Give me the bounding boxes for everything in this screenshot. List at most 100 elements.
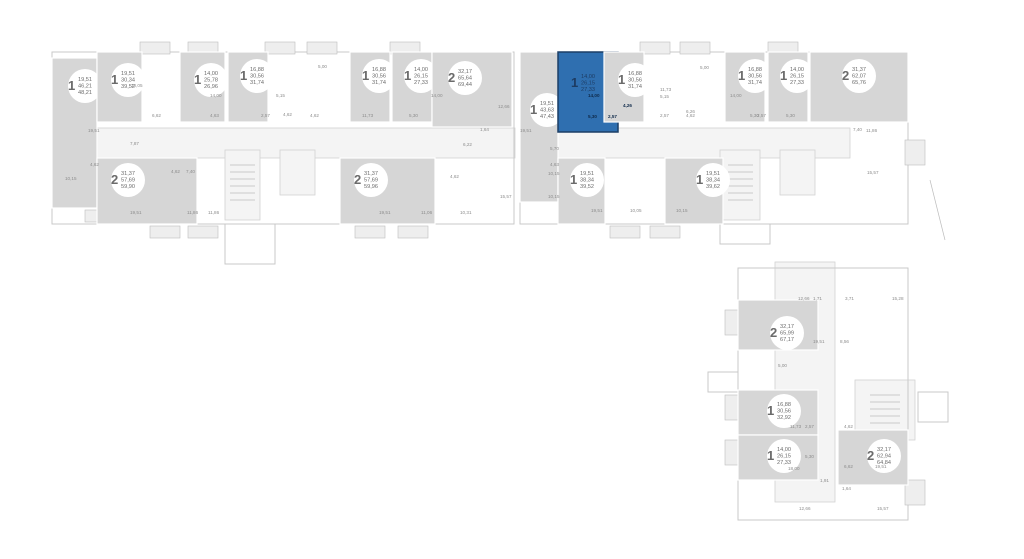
apartment-area-2: 26,15 (581, 81, 595, 87)
apartment-area-1: 19,51 (706, 171, 720, 177)
apartment-badge (696, 163, 730, 197)
apartment-area-3: 31,74 (250, 80, 264, 86)
apartment-room-count: 2 (770, 325, 777, 340)
room-area-label: 14,00 (210, 93, 222, 98)
apartment-room-count: 1 (530, 102, 537, 117)
apartment-badge (362, 59, 396, 93)
apartment-area-3: 27,33 (581, 87, 595, 93)
apartment-shape[interactable] (339, 157, 436, 225)
room-area-label: 8,56 (840, 339, 849, 344)
apartment-area-1: 16,88 (372, 67, 386, 73)
apartment-badge (780, 59, 814, 93)
apartment-area-3: 39,52 (121, 84, 135, 90)
apartment-area-3: 26,96 (204, 84, 218, 90)
room-area-label: 19,51 (813, 339, 825, 344)
apartment-room-count: 1 (240, 68, 247, 83)
apartment-badge (618, 63, 652, 97)
room-area-label: 4,62 (450, 174, 459, 179)
room-area-label: 15,57 (500, 194, 512, 199)
room-area-label: 1,91 (820, 478, 829, 483)
apartment-badge (738, 59, 772, 93)
apartment-area-2: 43,63 (540, 108, 554, 114)
room-area-label: 15,57 (877, 506, 889, 511)
apartment-badge (767, 439, 801, 473)
apartment-area-1: 31,37 (121, 171, 135, 177)
room-area-label: 19,51 (520, 128, 532, 133)
room-area-label: 10,15 (676, 208, 688, 213)
room-area-label: 12,66 (799, 506, 811, 511)
room-area-label: 7,40 (853, 127, 862, 132)
room-area-label: 10,15 (548, 194, 560, 199)
apartment-area-3: 31,74 (628, 84, 642, 90)
stair-left (224, 149, 261, 221)
apartment-area-2: 30,34 (121, 78, 135, 84)
apartment-shape[interactable] (96, 157, 198, 225)
selected-room-area-label: 14,00 (588, 93, 600, 98)
room-area-label: 5,00 (700, 65, 709, 70)
apartment-area-3: 59,96 (364, 184, 378, 190)
room-area-label: 19,51 (591, 208, 603, 213)
room-area-label: 4,62 (686, 113, 695, 118)
room-area-label: 3,71 (845, 296, 854, 301)
apartment-room-count: 1 (362, 68, 369, 83)
apartment-area-2: 30,56 (748, 74, 762, 80)
apartment-badge (404, 59, 438, 93)
room-area-label: 11,73 (362, 113, 374, 118)
room-area-label: 12,66 (498, 104, 510, 109)
room-area-label: 6,62 (152, 113, 161, 118)
apartment-area-2: 26,15 (414, 74, 428, 80)
apartment-area-3: 32,92 (777, 415, 791, 421)
apartment-area-1: 32,17 (458, 69, 472, 75)
room-area-label: 4,62 (844, 424, 853, 429)
apartment-area-2: 57,69 (364, 178, 378, 184)
apartment-shape[interactable] (519, 51, 559, 203)
room-area-label: 7,87 (130, 141, 139, 146)
room-area-label: 1,64 (842, 486, 851, 491)
apartment-area-3: 31,74 (372, 80, 386, 86)
corridors (94, 127, 916, 503)
selected-room-area-label: 2,57 (608, 114, 617, 119)
room-area-label: 11,73 (790, 424, 802, 429)
room-area-label: 2,57 (805, 424, 814, 429)
room-area-label: 11,86 (187, 210, 199, 215)
apartment-area-2: 62,94 (877, 454, 891, 460)
apartment-area-3: 64,84 (877, 460, 891, 466)
room-area-label: 19,51 (88, 128, 100, 133)
apartment-area-3: 27,33 (790, 80, 804, 86)
apartment-area-2: 65,64 (458, 76, 472, 82)
room-area-label: 2,57 (757, 113, 766, 118)
room-area-label: 10,15 (65, 176, 77, 181)
apartment-area-1: 14,00 (204, 71, 218, 77)
apartment-area-2: 30,56 (250, 74, 264, 80)
room-area-label: 4,63 (210, 113, 219, 118)
apartment-area-1: 31,37 (852, 67, 866, 73)
apartment-area-3: 27,33 (414, 80, 428, 86)
apartment-room-count: 2 (354, 172, 361, 187)
room-area-label: 5,15 (660, 94, 669, 99)
room-area-label: 1,64 (480, 127, 489, 132)
room-area-label: 5,00 (318, 64, 327, 69)
room-area-label: 10,31 (460, 210, 472, 215)
